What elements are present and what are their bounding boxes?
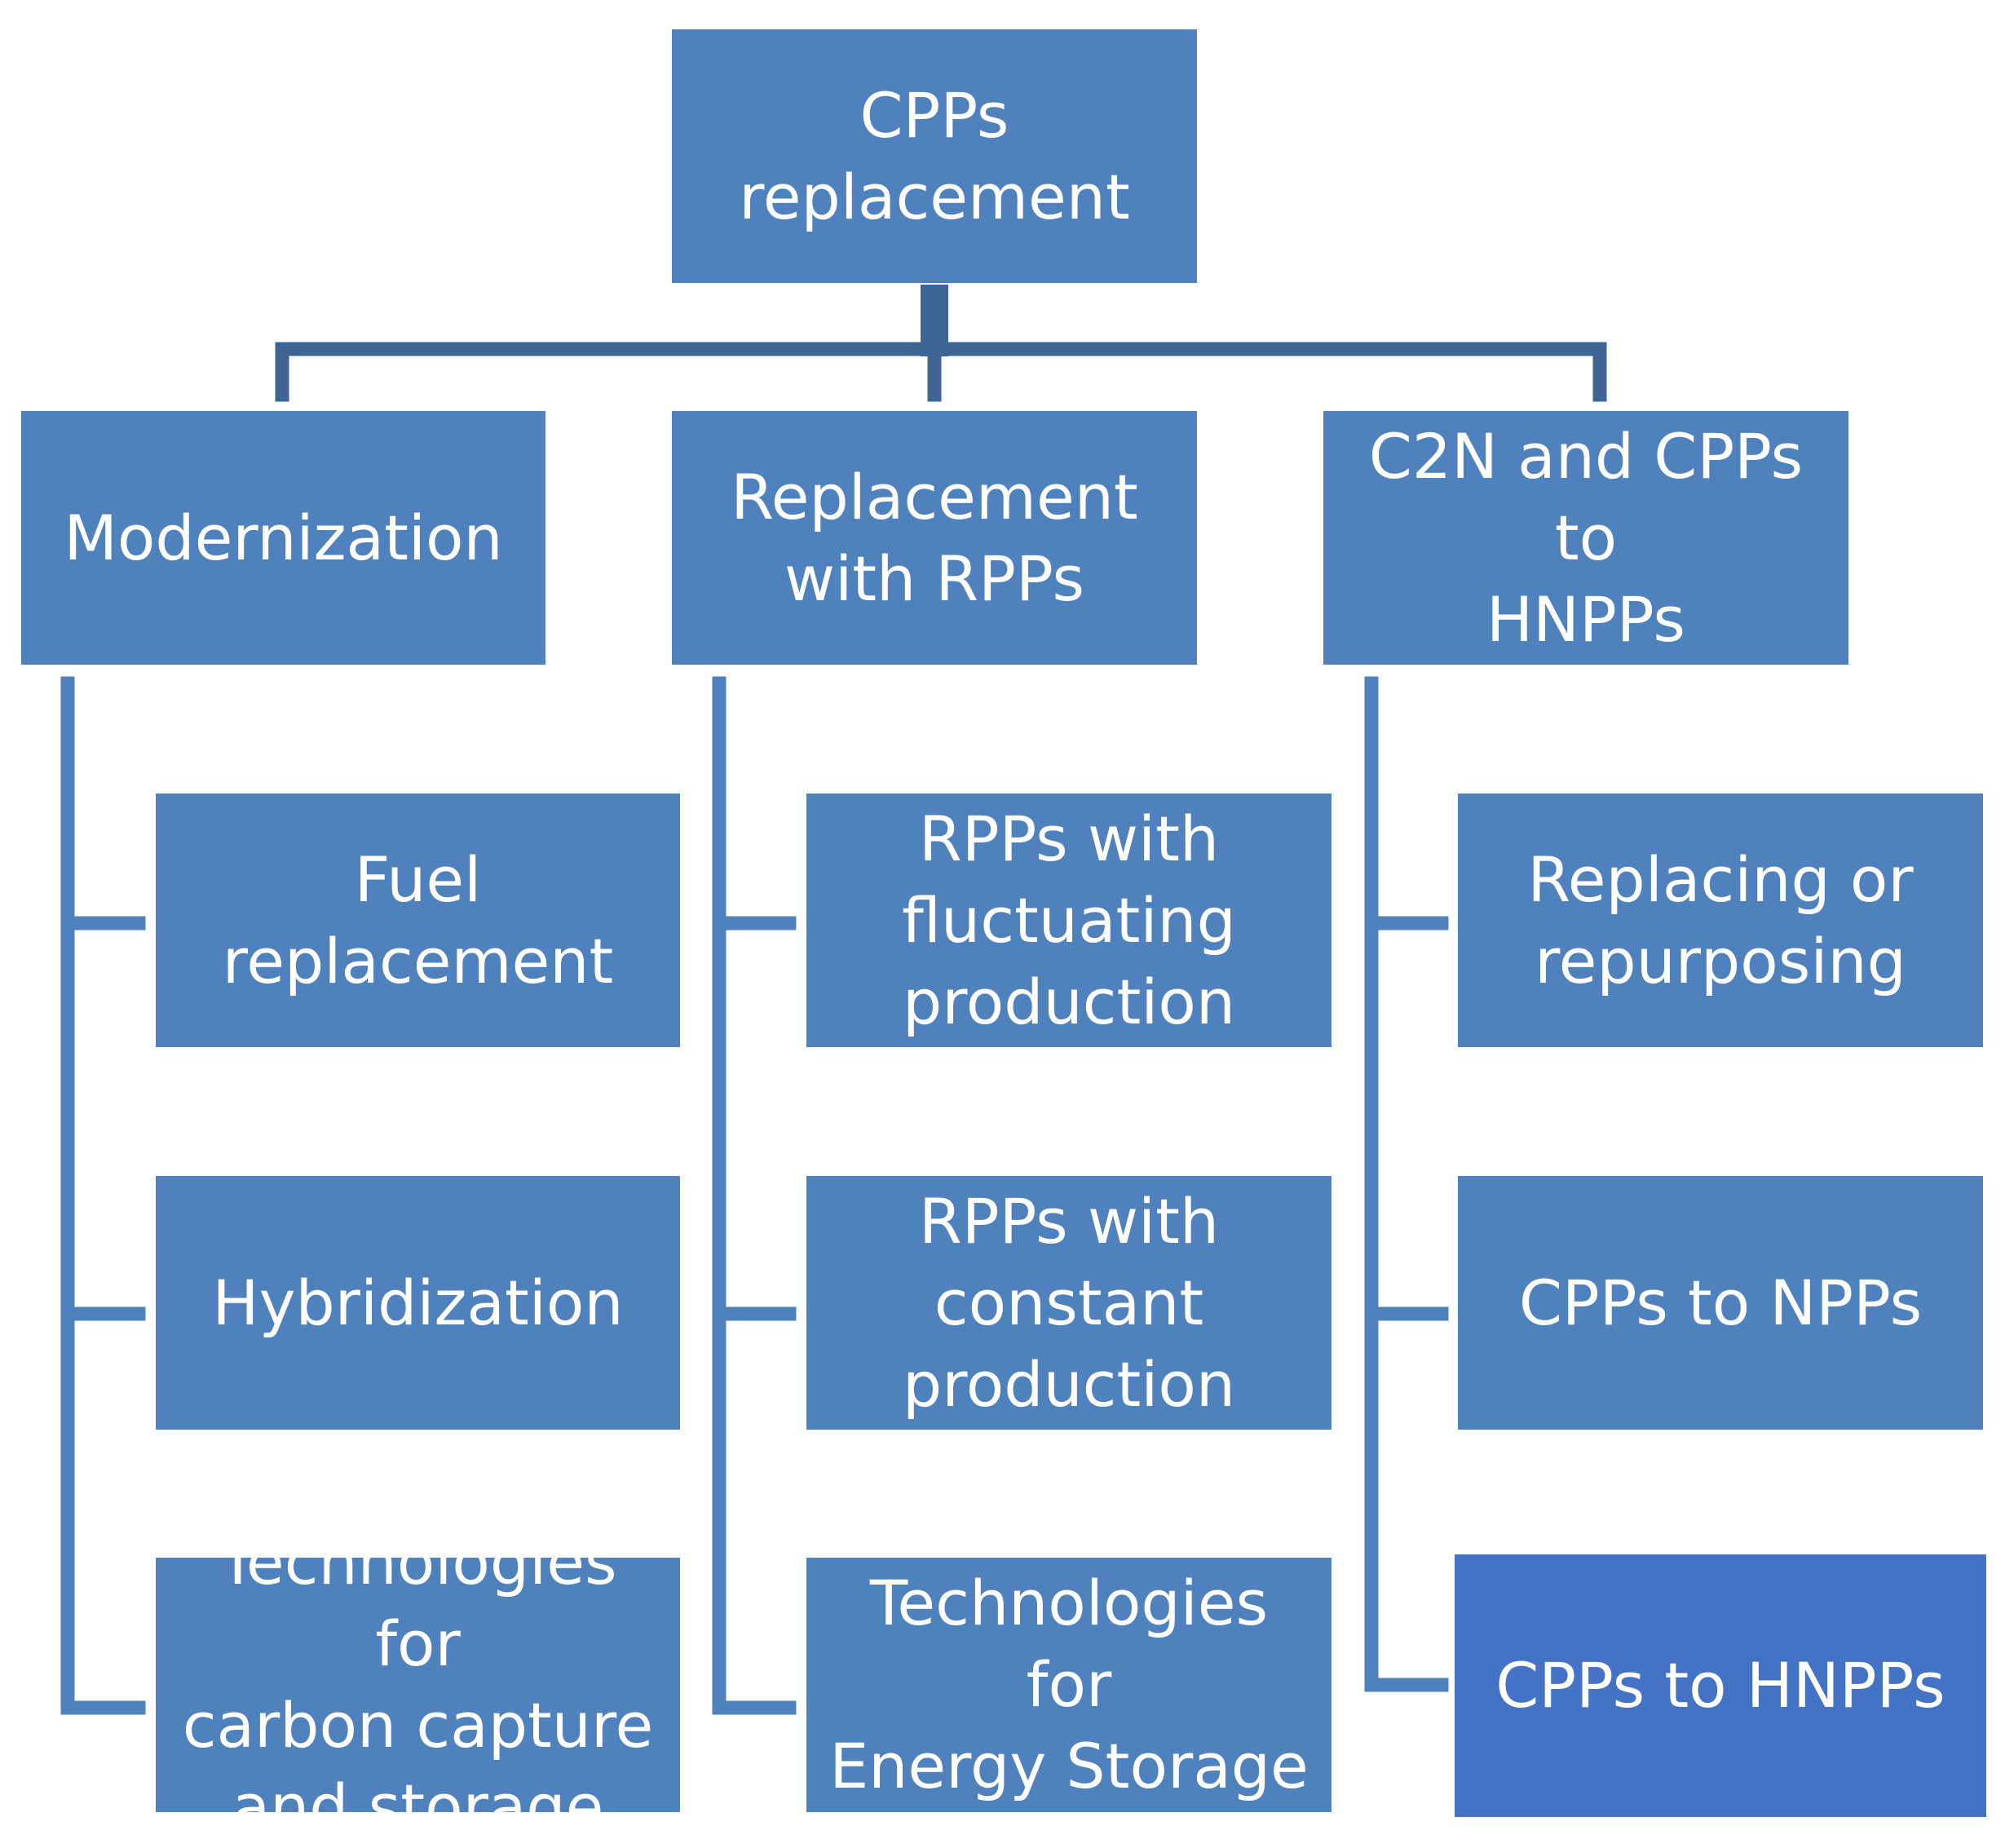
leaf-label: Hybridization bbox=[212, 1266, 624, 1339]
branch-label: Modernization bbox=[64, 501, 503, 574]
leaf-label: CPPs to HNPPs bbox=[1495, 1649, 1945, 1722]
root-label: CPPs replacement bbox=[739, 78, 1130, 233]
leaf-node-fluctuating-production: RPPs with fluctuating production bbox=[806, 794, 1332, 1047]
root-node: CPPs replacement bbox=[672, 29, 1197, 283]
leaf-label: Replacing or repurposing bbox=[1527, 842, 1914, 997]
leaf-node-energy-storage: Technologies for Energy Storage bbox=[806, 1558, 1332, 1812]
branch-node-c2n-hnpps: C2N and CPPs to HNPPs bbox=[1323, 411, 1848, 665]
leaf-node-replacing-repurposing: Replacing or repurposing bbox=[1458, 794, 1983, 1047]
leaf-node-constant-production: RPPs with constant production bbox=[806, 1176, 1332, 1430]
leaf-node-carbon-capture: Technologies for carbon capture and stor… bbox=[156, 1526, 680, 1843]
leaf-label: Technologies for carbon capture and stor… bbox=[182, 1526, 654, 1843]
leaf-label: RPPs with constant production bbox=[902, 1184, 1236, 1421]
leaf-node-cpps-to-npps: CPPs to NPPs bbox=[1458, 1176, 1983, 1430]
leaf-label: Technologies for Energy Storage bbox=[829, 1567, 1309, 1802]
branch-label: Replacement with RPPs bbox=[731, 460, 1138, 615]
leaf-label: RPPs with fluctuating production bbox=[902, 802, 1236, 1038]
leaf-node-fuel-replacement: Fuel replacement bbox=[156, 794, 680, 1047]
branch-node-modernization: Modernization bbox=[21, 411, 545, 665]
leaf-node-hybridization: Hybridization bbox=[156, 1176, 680, 1430]
leaf-label: CPPs to NPPs bbox=[1518, 1266, 1923, 1339]
branch-label: C2N and CPPs to HNPPs bbox=[1368, 419, 1804, 656]
leaf-node-cpps-to-hnpps: CPPs to HNPPs bbox=[1455, 1554, 1986, 1817]
leaf-label: Fuel replacement bbox=[222, 842, 614, 997]
branch-node-replacement-rpps: Replacement with RPPs bbox=[672, 411, 1197, 665]
